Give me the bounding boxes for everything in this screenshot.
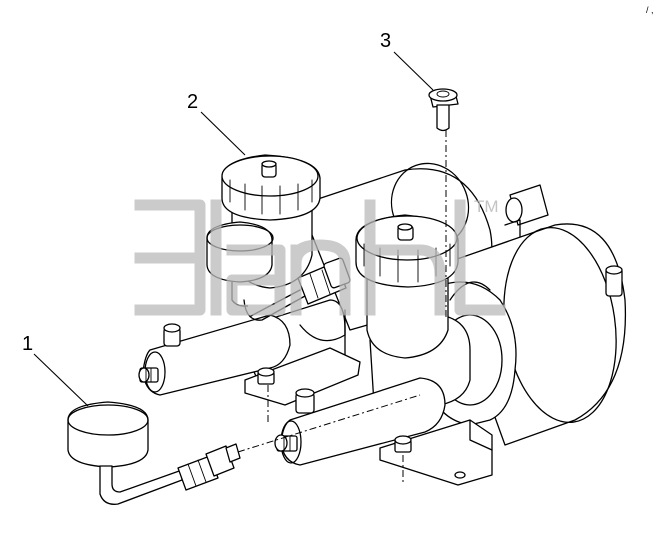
front-master-cylinder-assembly xyxy=(274,214,627,486)
front-booster-port xyxy=(605,265,623,297)
callout-2-label: 2 xyxy=(187,91,198,113)
rear-pushrod xyxy=(299,309,346,342)
callout-1-leader xyxy=(33,353,89,407)
watermark-logo: TM xyxy=(134,197,506,316)
callout-2-leader xyxy=(200,111,246,156)
front-outlet-fitting xyxy=(274,434,298,452)
front-bracket-hole xyxy=(454,471,466,479)
corner-mark: / , xyxy=(646,5,654,15)
rear-outlet-fitting xyxy=(138,367,159,383)
rear-mounting-bracket xyxy=(244,347,361,406)
centerline-tube-front xyxy=(237,394,421,453)
front-bleed-boss xyxy=(295,388,315,414)
front-bracket-bolt xyxy=(394,435,412,453)
part-1-gauge-tube-assembly xyxy=(67,401,241,505)
part-3-bolt xyxy=(428,88,459,132)
rear-reservoir-cap xyxy=(221,154,321,221)
callout-3: 3 xyxy=(380,30,434,91)
callout-3-label: 3 xyxy=(380,30,391,52)
watermark-trademark: TM xyxy=(474,197,499,216)
callout-1: 1 xyxy=(22,333,89,407)
callout-3-leader xyxy=(393,51,434,91)
rear-bracket-bolt xyxy=(257,367,275,385)
callout-1-label: 1 xyxy=(22,333,33,355)
callout-2: 2 xyxy=(187,91,246,156)
rear-booster-fitting xyxy=(504,184,549,251)
rear-bleed-boss xyxy=(163,323,181,347)
gauge-tube-fitting xyxy=(177,443,241,491)
gauge-stem xyxy=(99,465,183,505)
